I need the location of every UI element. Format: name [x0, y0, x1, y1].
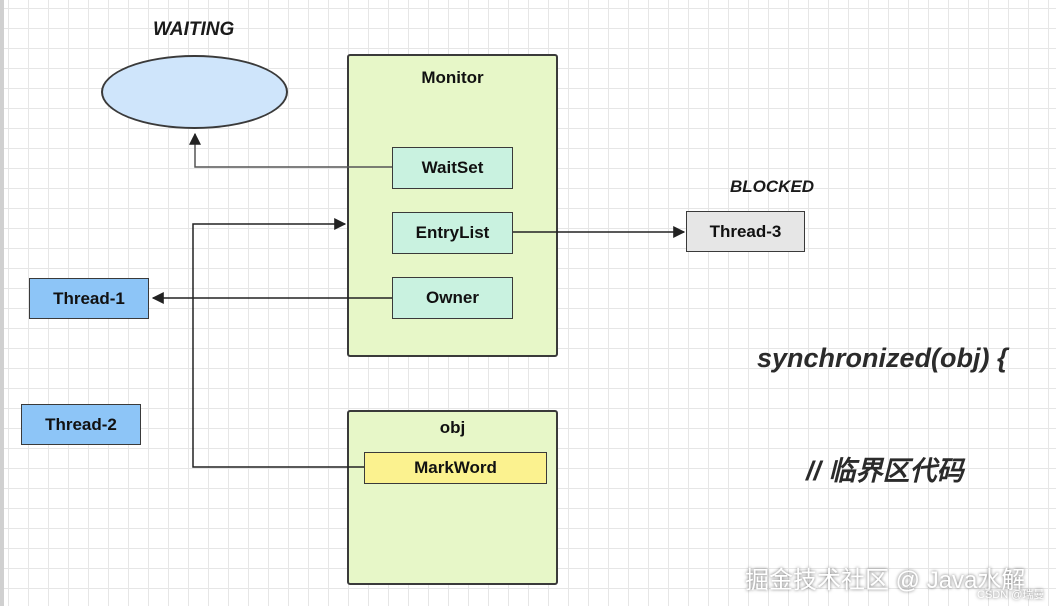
thread-3-box: Thread-3: [686, 211, 805, 252]
markword-box: MarkWord: [364, 452, 547, 484]
obj-box: obj: [347, 410, 558, 585]
thread-2-label: Thread-2: [45, 414, 117, 434]
watermark-main: 掘金技术社区 @ Java水解: [745, 567, 1026, 594]
left-edge-bar: [0, 0, 4, 606]
thread-2-box: Thread-2: [21, 404, 141, 445]
markword-label: MarkWord: [414, 458, 497, 477]
watermark-sub: CSDN @瑞曼: [977, 589, 1045, 601]
monitor-title: Monitor: [421, 68, 484, 87]
thread-1-box: Thread-1: [29, 278, 149, 319]
blocked-label: BLOCKED: [730, 177, 815, 196]
owner-label: Owner: [426, 288, 479, 307]
owner-box: Owner: [392, 277, 513, 319]
entrylist-box: EntryList: [392, 212, 513, 254]
code-line-1: synchronized(obj) {: [757, 343, 1008, 373]
waitset-box: WaitSet: [392, 147, 513, 189]
waiting-label: WAITING: [153, 19, 235, 40]
waiting-ellipse: [101, 55, 288, 129]
markword-to-monitor-arrow: [192, 218, 364, 468]
obj-title: obj: [439, 418, 466, 437]
waitset-label: WaitSet: [421, 158, 484, 177]
thread-1-label: Thread-1: [53, 288, 125, 308]
waitset-to-waiting-arrow: [189, 132, 392, 168]
code-line-2: // 临界区代码: [806, 456, 964, 486]
entrylist-label: EntryList: [415, 223, 490, 242]
thread-3-label: Thread-3: [709, 221, 782, 241]
